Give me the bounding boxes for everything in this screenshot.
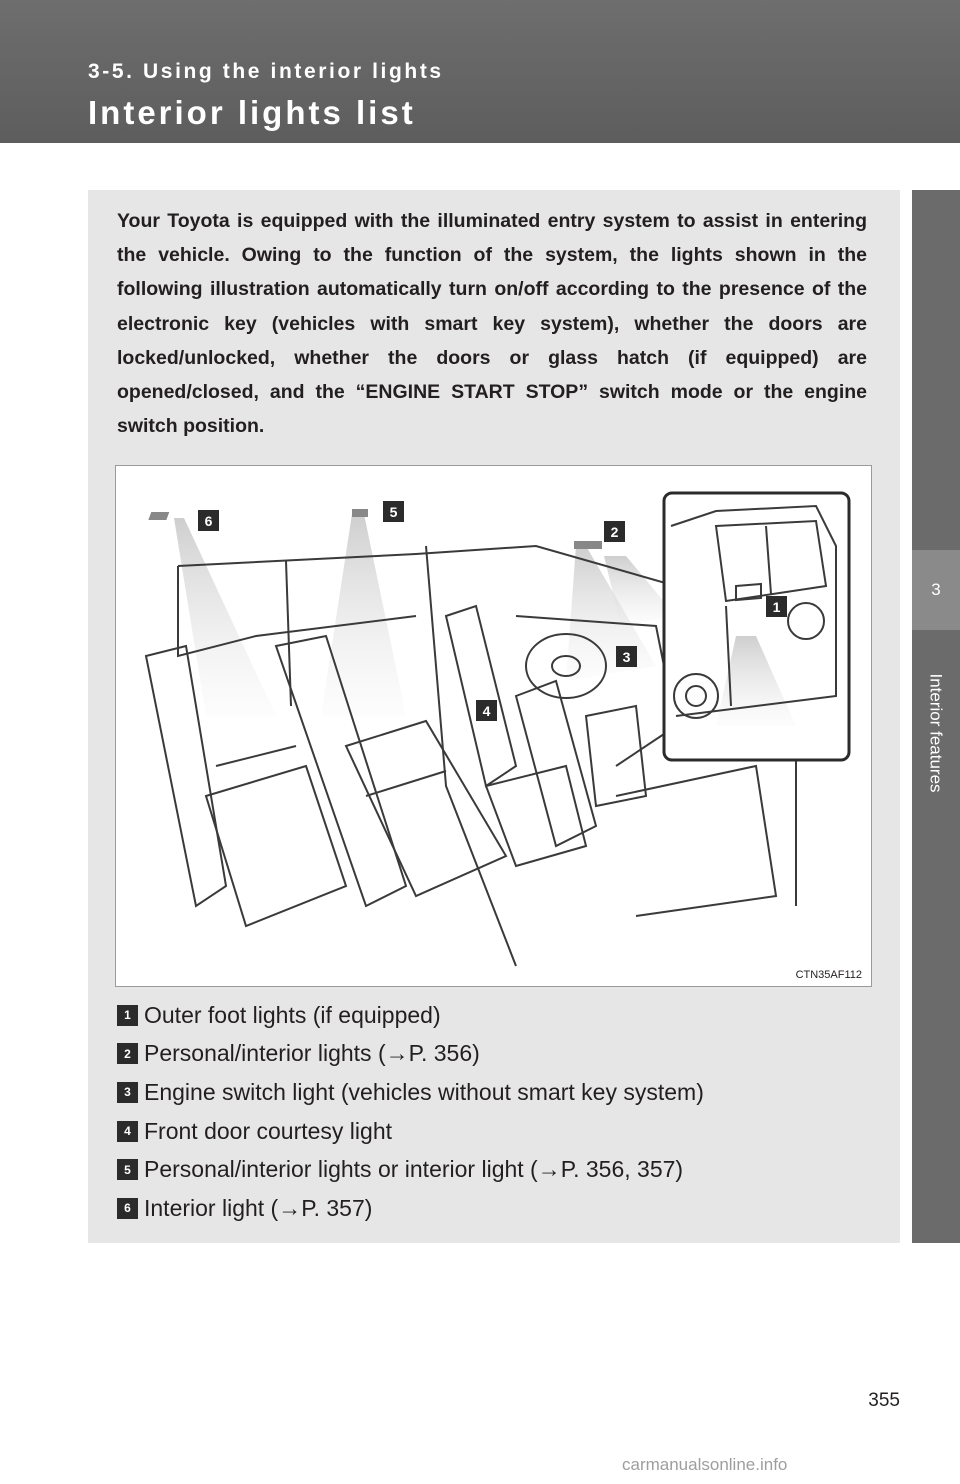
- legend-text: Outer foot lights (if equipped): [144, 1001, 441, 1028]
- callout-2: 2: [604, 521, 625, 542]
- interior-lights-illustration: 6 5 2 1 3 4 CTN35AF112: [115, 465, 872, 987]
- callout-1: 1: [766, 596, 787, 617]
- chapter-title: Interior features: [912, 638, 960, 828]
- car-interior-drawing: [144, 491, 851, 967]
- legend-list: 1 Outer foot lights (if equipped) 2 Pers…: [117, 996, 877, 1228]
- callout-4: 4: [476, 700, 497, 721]
- page-title: Interior lights list: [88, 94, 416, 131]
- legend-number: 4: [117, 1120, 138, 1142]
- legend-item: 1 Outer foot lights (if equipped): [117, 996, 877, 1035]
- legend-text: Front door courtesy light: [144, 1117, 393, 1144]
- chapter-title-text: Interior features: [927, 673, 946, 793]
- figure-code: CTN35AF112: [795, 969, 862, 981]
- legend-item: 5 Personal/interior lights or interior l…: [117, 1150, 877, 1189]
- page-header: 3-5. Using the interior lights Interior …: [0, 0, 960, 143]
- chapter-number: 3: [912, 550, 960, 630]
- callout-5: 5: [383, 501, 404, 522]
- legend-text: Interior light (→P. 357): [144, 1194, 373, 1221]
- legend-number: 2: [117, 1043, 138, 1065]
- callout-3: 3: [616, 646, 637, 667]
- chapter-side-tab: [912, 190, 960, 1243]
- legend-text: Personal/interior lights (→P. 356): [144, 1040, 480, 1067]
- watermark: carmanualsonline.info: [622, 1455, 788, 1474]
- callout-6: 6: [198, 510, 219, 531]
- legend-item: 4 Front door courtesy light: [117, 1112, 877, 1151]
- legend-number: 6: [117, 1197, 138, 1219]
- legend-item: 3 Engine switch light (vehicles without …: [117, 1073, 877, 1112]
- legend-item: 2 Personal/interior lights (→P. 356): [117, 1035, 877, 1074]
- intro-paragraph: Your Toyota is equipped with the illumin…: [117, 210, 867, 438]
- legend-text: Personal/interior lights or interior lig…: [144, 1156, 684, 1183]
- section-label: 3-5. Using the interior lights: [88, 60, 444, 83]
- legend-item: 6 Interior light (→P. 357): [117, 1189, 877, 1228]
- legend-number: 5: [117, 1159, 138, 1181]
- legend-number: 3: [117, 1081, 138, 1103]
- legend-number: 1: [117, 1004, 138, 1026]
- page-number: 355: [868, 1390, 900, 1411]
- legend-text: Engine switch light (vehicles without sm…: [144, 1078, 704, 1105]
